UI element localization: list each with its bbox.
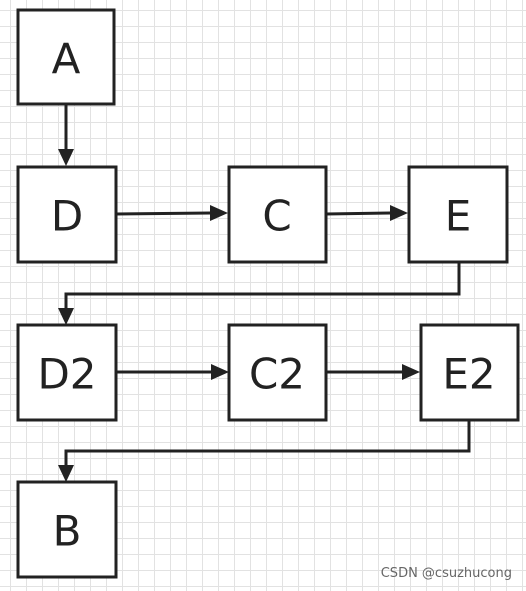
node-c-box: [227, 165, 328, 264]
node-b-label: B: [53, 507, 82, 556]
node-d-box: [16, 165, 118, 264]
node-c2[interactable]: C2: [227, 323, 328, 422]
node-d2-box: [16, 323, 118, 422]
edge-a-to-d: [58, 104, 74, 166]
edges: [58, 104, 471, 482]
node-e2-label: E2: [442, 350, 495, 399]
edge-e2-to-b: [58, 420, 471, 482]
node-a-label: A: [52, 35, 81, 84]
node-b-box: [16, 480, 118, 579]
node-c[interactable]: C: [227, 165, 328, 264]
node-e-box: [407, 165, 509, 264]
node-e2[interactable]: E2: [419, 323, 520, 422]
csdn-watermark: CSDN @csuzhucong: [380, 566, 512, 581]
node-a-box: [16, 8, 116, 106]
edge-c2-to-e2: [326, 364, 420, 380]
node-e2-box: [419, 323, 520, 422]
node-d[interactable]: D: [16, 165, 118, 264]
node-e[interactable]: E: [407, 165, 509, 264]
edge-d-to-c: [115, 205, 228, 221]
node-d2[interactable]: D2: [16, 323, 118, 422]
node-e-label: E: [445, 192, 472, 241]
node-c2-label: C2: [249, 350, 305, 399]
node-c2-box: [227, 323, 328, 422]
node-c-label: C: [262, 192, 291, 241]
edge-e-to-d2: [58, 262, 461, 325]
edge-c-to-e: [325, 205, 408, 221]
node-d-label: D: [51, 192, 83, 241]
node-b[interactable]: B: [16, 480, 118, 579]
node-a[interactable]: A: [16, 8, 116, 106]
edge-d2-to-c2: [116, 364, 229, 380]
node-d2-label: D2: [37, 350, 96, 399]
